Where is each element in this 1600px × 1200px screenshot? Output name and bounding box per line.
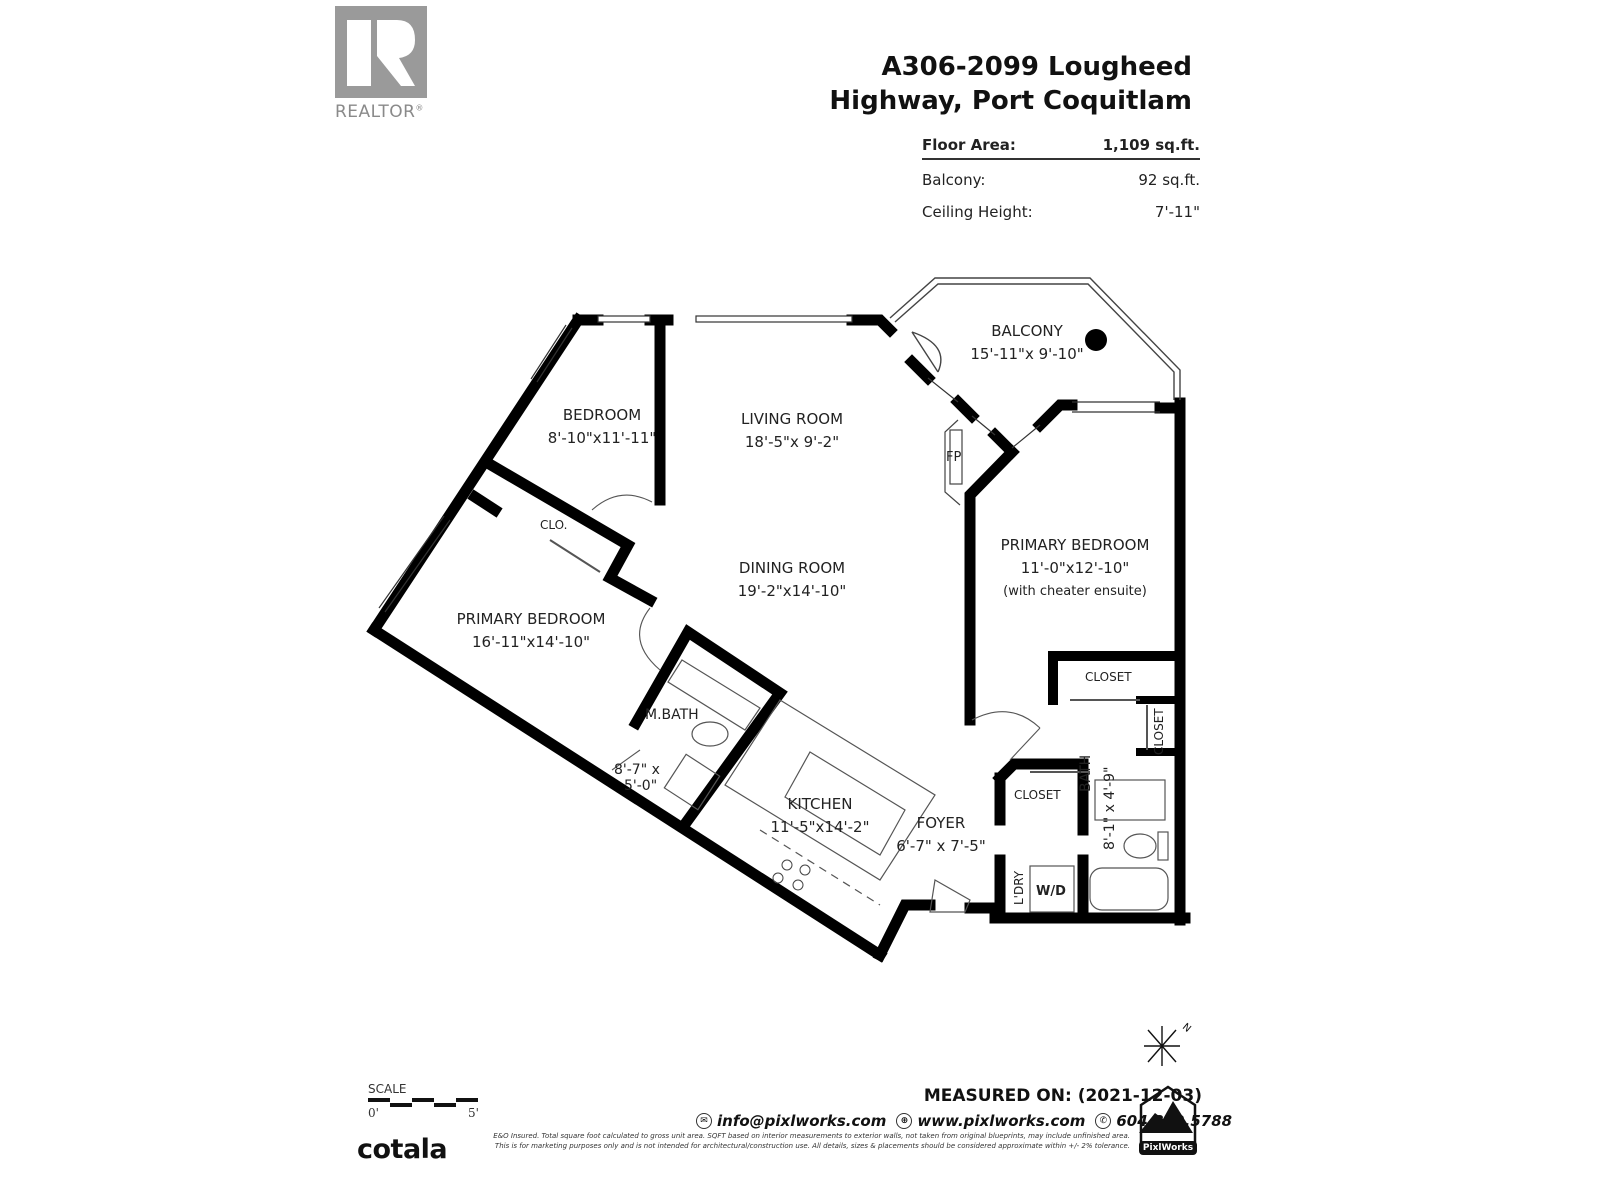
svg-text:N: N	[1180, 1022, 1193, 1035]
title-line-1: A306-2099 Lougheed	[881, 52, 1192, 82]
disclaimer: E&O Insured. Total square foot calculate…	[493, 1132, 1130, 1150]
bath-dims: 8'-1" x 4'-9"	[1102, 766, 1118, 851]
room-primary-bedroom-right: PRIMARY BEDROOM 11'-0"x12'-10" (with che…	[1000, 536, 1150, 599]
m-bath-dims-2: 5'-0"	[624, 778, 658, 794]
pixlworks-badge-logo: PixlWorks	[1133, 1083, 1203, 1159]
spec-balcony: Balcony: 92 sq.ft.	[922, 171, 1200, 189]
room-living-room: LIVING ROOM 18'-5"x 9'-2"	[740, 410, 844, 451]
scale-bar: SCALE 0' 5'	[368, 1082, 479, 1120]
measured-on-date: MEASURED ON: (2021-12-03)	[923, 1086, 1202, 1106]
room-bedroom: BEDROOM 8'-10"x11'-11"	[547, 406, 657, 447]
property-address-title: A306-2099 Lougheed Highway, Port Coquitl…	[829, 50, 1192, 118]
room-m-bath: M.BATH	[645, 707, 699, 723]
north-compass-icon: N	[1144, 1022, 1193, 1066]
room-foyer: FOYER 6'-7" x 7'-5"	[896, 814, 986, 855]
label-closet-vertical: CLOSET	[1152, 708, 1166, 755]
balcony-column	[1085, 329, 1107, 351]
label-fireplace: FP	[946, 450, 962, 465]
label-clo: CLO.	[540, 518, 568, 532]
title-line-2: Highway, Port Coquitlam	[829, 86, 1192, 116]
realtor-r-icon	[335, 6, 427, 98]
phone-icon: ✆	[1095, 1113, 1112, 1129]
label-closet-top: CLOSET	[1085, 670, 1132, 684]
mountain-icon	[1139, 1085, 1197, 1155]
room-bath: BATH	[1078, 754, 1094, 792]
room-kitchen: KITCHEN 11'-5"x14'-2"	[770, 795, 870, 836]
label-laundry: L'DRY	[1012, 870, 1026, 905]
realtor-logo: REALTOR®	[335, 6, 430, 122]
email-icon: ✉	[696, 1113, 712, 1129]
label-closet-foyer: CLOSET	[1014, 788, 1061, 802]
globe-icon: ⊕	[896, 1113, 913, 1129]
label-washer-dryer: W/D	[1036, 884, 1066, 899]
spec-ceiling-height: Ceiling Height: 7'-11"	[922, 203, 1200, 221]
cotala-logo: cotala	[357, 1134, 448, 1165]
room-balcony: BALCONY 15'-11"x 9'-10"	[970, 322, 1084, 363]
realtor-wordmark: REALTOR®	[335, 102, 424, 122]
room-dining-room: DINING ROOM 19'-2"x14'-10"	[737, 559, 847, 600]
room-primary-bedroom-left: PRIMARY BEDROOM 16'-11"x14'-10"	[456, 610, 606, 651]
contact-website[interactable]: ⊕ www.pixlworks.com	[896, 1112, 1085, 1130]
m-bath-dims-1: 8'-7" x	[614, 762, 660, 778]
spec-floor-area: Floor Area: 1,109 sq.ft.	[922, 136, 1200, 160]
contact-email[interactable]: ✉ info@pixlworks.com	[696, 1112, 886, 1130]
scale-bar-graphic	[368, 1098, 478, 1107]
property-specs: Floor Area: 1,109 sq.ft. Balcony: 92 sq.…	[922, 136, 1200, 228]
